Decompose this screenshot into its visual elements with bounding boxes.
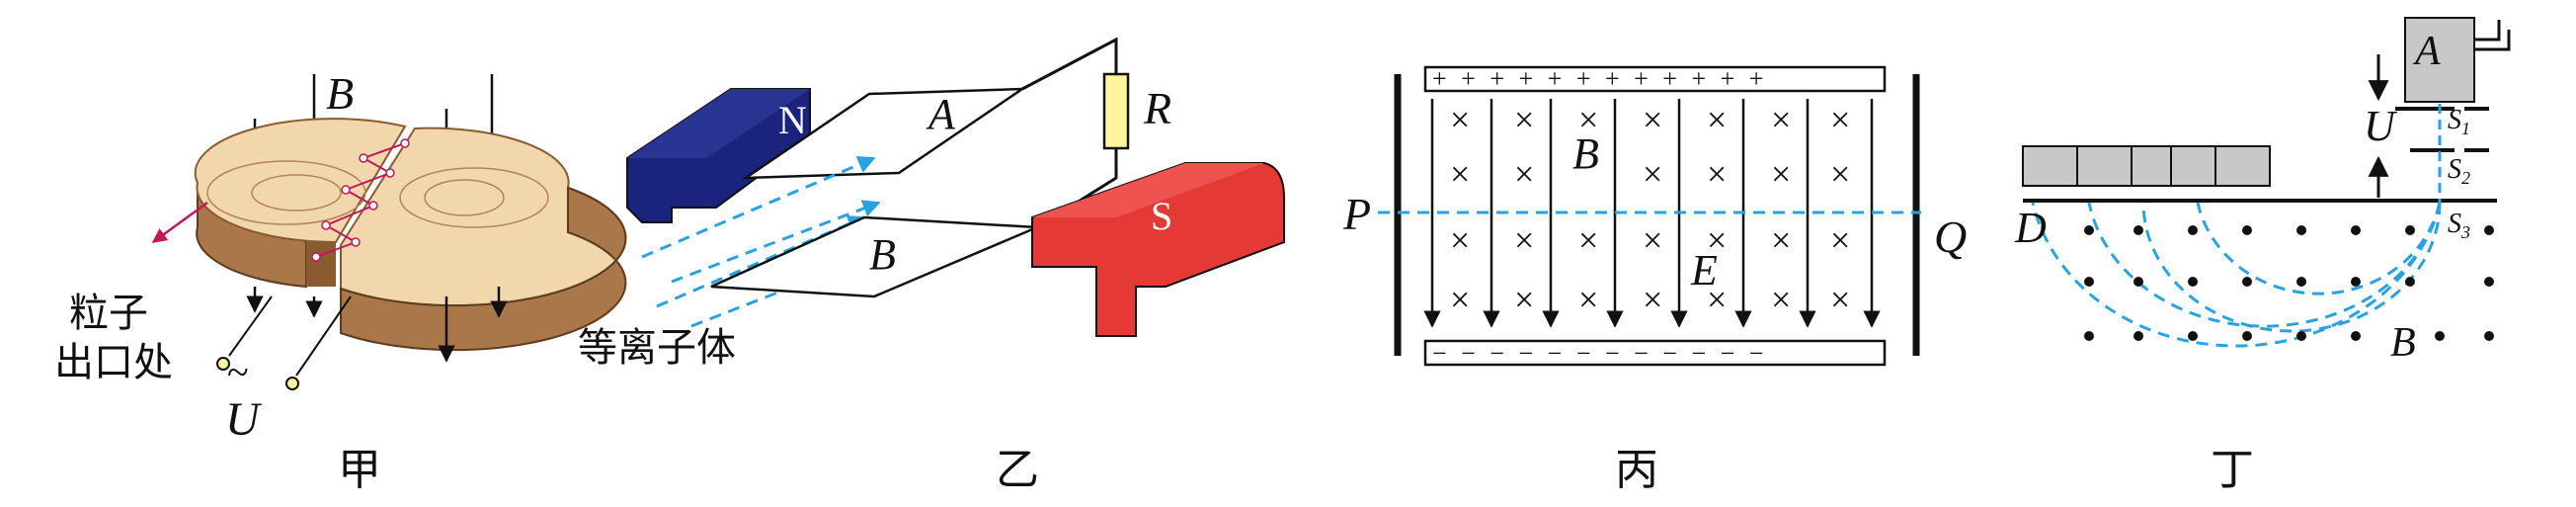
svg-text:×: × [1830, 100, 1850, 139]
panel-jia-cyclotron: B 粒子 出口处 ~ U 甲 [54, 68, 627, 495]
label-B: B [326, 68, 354, 119]
plate-positive [1423, 65, 1887, 93]
dee-right [340, 127, 627, 352]
caption-yi: 乙 [996, 445, 1039, 495]
ion-trajectories [2031, 202, 2442, 348]
magnetic-field-crosses: × × × × × × × × × × × × × × × × × × × × × × × × × × × [1450, 100, 1850, 319]
label-plasma: 等离子体 [578, 325, 736, 371]
svg-text:×: × [1771, 100, 1791, 139]
ac-leads [216, 296, 352, 390]
panel-bing-velocity-selector: + + + + + + + + + + + + − − − − − − − − … [1342, 64, 1967, 495]
magnet-south: S [1031, 162, 1285, 337]
label-P: P [1342, 189, 1371, 239]
label-B: B [1572, 129, 1599, 178]
panel-ding-mass-spectrometer: A U S1 S2 S3 D B 丁 [2014, 17, 2511, 495]
svg-text:×: × [1830, 280, 1850, 319]
svg-text:×: × [1514, 220, 1534, 260]
label-N: N [778, 98, 807, 142]
exit-arrow [151, 201, 208, 244]
svg-text:S1: S1 [2448, 105, 2470, 138]
slit-labels: S1 S2 S3 [2448, 105, 2470, 242]
svg-text:×: × [1450, 100, 1470, 139]
particle-path [315, 142, 406, 258]
label-U: U [225, 393, 263, 446]
svg-text:×: × [1643, 154, 1662, 194]
svg-text:S3: S3 [2448, 209, 2470, 242]
label-Q: Q [1934, 211, 1967, 262]
svg-text:×: × [1514, 154, 1534, 194]
panel-yi-mhd-generator: R N A B S 等离子体 乙 [578, 37, 1285, 495]
svg-text:×: × [1707, 154, 1727, 194]
label-U: U [2364, 102, 2398, 150]
svg-text:×: × [1578, 100, 1598, 139]
dee-left [194, 118, 407, 289]
svg-text:×: × [1578, 280, 1598, 319]
svg-text:×: × [1771, 280, 1791, 319]
label-particle-exit-1: 粒子 [69, 291, 148, 336]
svg-text:×: × [1771, 154, 1791, 194]
caption-jia: 甲 [338, 445, 381, 495]
label-E: E [1690, 246, 1718, 295]
plate-negative-signs: − − − − − − − − − − − − [1432, 339, 1767, 368]
caption-ding: 丁 [2211, 445, 2254, 495]
plate-positive-signs: + + + + + + + + + + + + [1432, 64, 1767, 93]
label-A: A [926, 90, 956, 138]
svg-text:×: × [1830, 220, 1850, 260]
plate-A [741, 87, 1027, 180]
svg-text:×: × [1578, 220, 1598, 260]
svg-text:×: × [1643, 220, 1662, 260]
resistor-R [1102, 72, 1130, 150]
magnet-north: N [626, 88, 811, 223]
svg-text:×: × [1643, 280, 1662, 319]
label-S: S [1151, 194, 1172, 238]
svg-text:×: × [1707, 220, 1727, 260]
circuit-wire [1021, 37, 1118, 91]
label-tilde: ~ [227, 350, 249, 394]
label-particle-exit-2: 出口处 [54, 340, 173, 385]
label-R: R [1143, 83, 1171, 133]
svg-text:×: × [1514, 100, 1534, 139]
svg-text:×: × [1514, 280, 1534, 319]
label-A: A [2412, 29, 2441, 74]
svg-text:×: × [1771, 220, 1791, 260]
svg-text:×: × [1450, 280, 1470, 319]
svg-text:S2: S2 [2448, 154, 2470, 188]
svg-text:×: × [1643, 100, 1662, 139]
label-B: B [2390, 320, 2416, 366]
label-D: D [2014, 204, 2047, 252]
magnetic-field-dots [2084, 225, 2494, 341]
svg-text:×: × [1830, 154, 1850, 194]
plate-negative [1423, 339, 1887, 367]
svg-text:×: × [1450, 154, 1470, 194]
detector-plate [2022, 145, 2271, 187]
label-B: B [869, 230, 896, 279]
svg-text:×: × [1450, 220, 1470, 260]
caption-bing: 丙 [1615, 445, 1658, 495]
svg-text:×: × [1707, 280, 1727, 319]
ion-source-A [2404, 17, 2475, 103]
svg-text:×: × [1707, 100, 1727, 139]
